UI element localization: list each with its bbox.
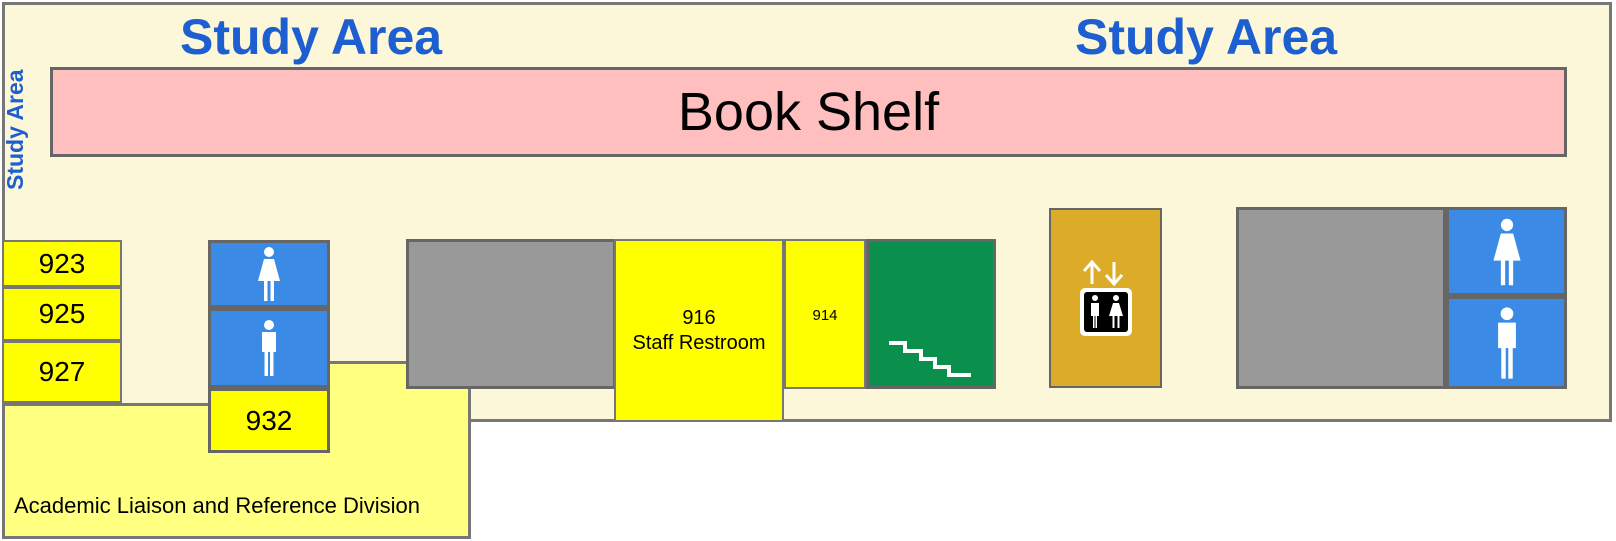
room-916-number: 916 — [682, 306, 716, 329]
room-932-label: 932 — [245, 404, 293, 436]
service-area-middle — [406, 239, 616, 389]
room-914-label: 914 — [812, 307, 838, 324]
service-area-right — [1236, 207, 1446, 389]
room-914[interactable]: 914 — [784, 239, 866, 389]
division-top-border-left — [2, 403, 212, 406]
men-restroom-left[interactable] — [208, 308, 330, 388]
woman-icon — [1492, 218, 1521, 285]
study-area-label-vertical: Study Area — [2, 69, 28, 190]
stairs-icon — [889, 341, 971, 377]
women-restroom-left[interactable] — [208, 240, 330, 308]
book-shelf-label: Book Shelf — [677, 82, 940, 142]
room-927[interactable]: 927 — [2, 341, 122, 403]
room-923[interactable]: 923 — [2, 240, 122, 287]
elevator-icon — [1079, 259, 1132, 336]
man-icon — [262, 320, 276, 376]
book-shelf: Book Shelf — [50, 67, 1567, 157]
woman-icon — [258, 247, 280, 301]
room-925[interactable]: 925 — [2, 287, 122, 341]
room-932[interactable]: 932 — [208, 388, 330, 453]
man-icon — [1497, 306, 1516, 379]
study-area-label-right: Study Area — [1075, 9, 1338, 65]
room-923-label: 923 — [38, 247, 86, 279]
men-restroom-right[interactable] — [1446, 296, 1567, 389]
women-restroom-right[interactable] — [1446, 207, 1567, 296]
room-925-label: 925 — [38, 298, 86, 329]
room-916-name: Staff Restroom — [632, 331, 766, 354]
study-area-label-left: Study Area — [180, 9, 443, 65]
room-916-staff-restroom[interactable]: 916 Staff Restroom — [614, 239, 784, 422]
academic-division-label: Academic Liaison and Reference Division — [14, 493, 420, 518]
elevator[interactable] — [1049, 208, 1162, 388]
room-927-label: 927 — [38, 356, 86, 387]
stairs[interactable] — [866, 239, 996, 389]
